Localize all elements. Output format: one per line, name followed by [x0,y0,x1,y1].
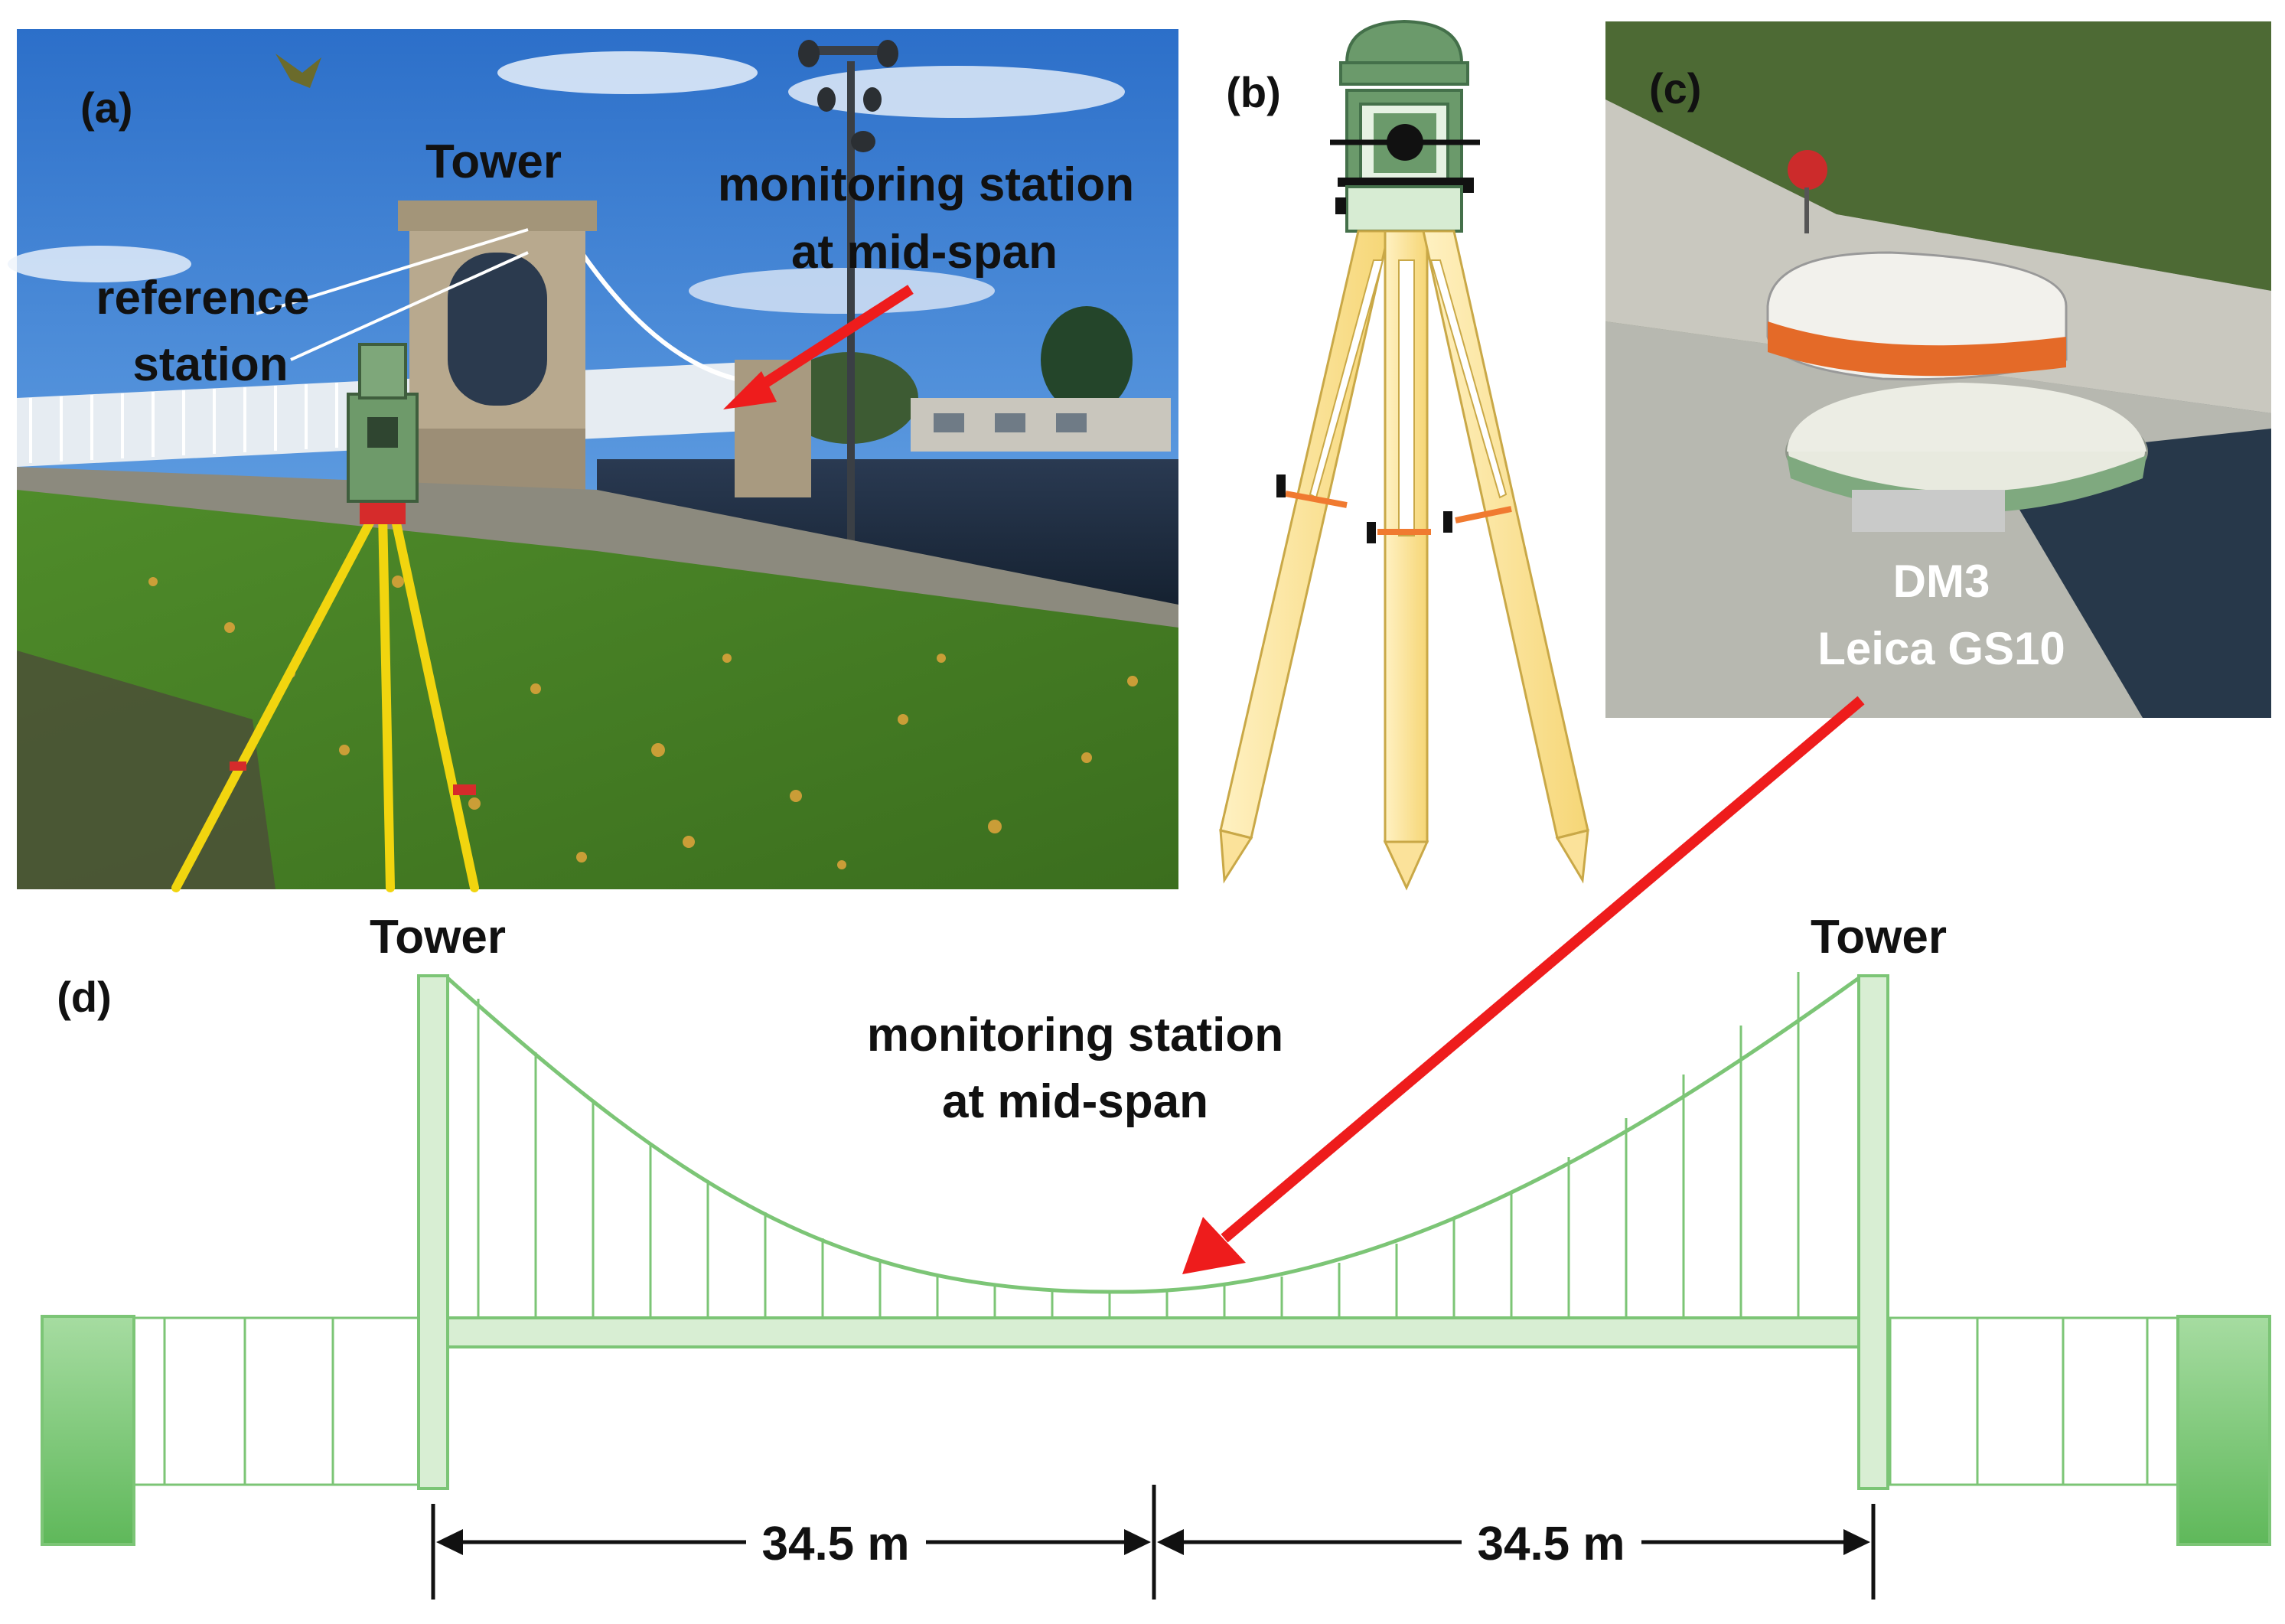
panel-a-label: (a) [80,83,132,132]
panel-c-label: (c) [1649,64,1701,113]
panel-d-monitoring-line2: at mid-span [942,1075,1208,1128]
panel-a-reference-line1: reference [96,272,309,324]
panel-a-tower-label: Tower [425,135,562,188]
panel-a-photo [8,29,1178,892]
tower-right [1857,974,1889,1490]
panel-c-device-line1: DM3 [1893,556,1990,607]
panel-b-label: (b) [1226,68,1281,116]
panel-c-device-line2: Leica GS10 [1817,623,2065,674]
panel-d-monitoring-line1: monitoring station [867,1009,1283,1061]
tower-left [417,974,449,1490]
panel-a-monitoring-line2: at mid-span [791,226,1058,279]
dimension-lines [431,1485,1876,1600]
panel-d-label: (d) [57,973,112,1021]
main-cable [446,976,1860,1294]
panel-d-bridge-diagram [41,972,2271,1600]
approach-span-right [1889,1316,2179,1486]
hangers [477,972,1800,1318]
panel-c-photo [1605,21,2271,718]
panel-d-tower-left-label: Tower [370,911,506,964]
span-right-dimension: 34.5 m [1477,1518,1625,1570]
main-deck [446,1316,1860,1348]
reference-leader-line-1 [256,228,529,315]
panel-d-tower-right-label: Tower [1811,911,1947,964]
dimension-arrowheads [436,1529,1870,1555]
approach-span-left [132,1316,422,1486]
panel-a-red-arrow [723,285,914,409]
panel-a-reference-line2: station [132,338,288,391]
reference-leader-line-2 [290,251,529,361]
abutment-left [41,1315,135,1546]
panel-d-red-arrow [1182,696,1865,1274]
span-left-dimension: 34.5 m [761,1518,909,1570]
panel-a-monitoring-line1: monitoring station [718,158,1134,211]
panel-b-tripod [1219,19,1589,891]
abutment-right [2176,1315,2271,1546]
